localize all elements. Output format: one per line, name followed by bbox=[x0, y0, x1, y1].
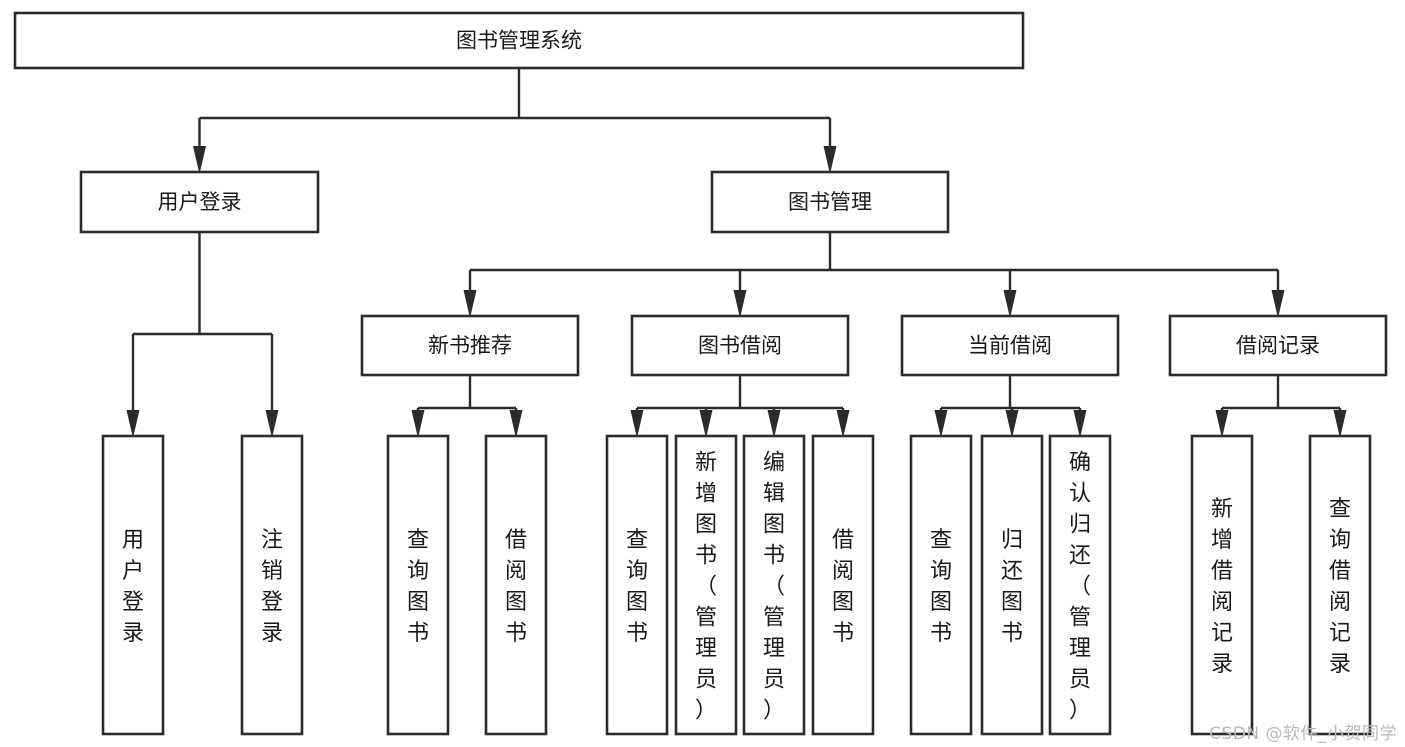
node-box bbox=[742, 434, 806, 736]
node-label: 借阅图书 bbox=[832, 528, 854, 646]
node-label: 借阅记录 bbox=[1236, 334, 1320, 358]
node-box bbox=[909, 434, 973, 736]
node-l1_0[interactable]: 用户登录 bbox=[79, 170, 320, 234]
node-box bbox=[1048, 434, 1112, 736]
node-box bbox=[674, 434, 738, 736]
node-l2_3[interactable]: 借阅记录 bbox=[1168, 314, 1388, 377]
node-label: 图书管理 bbox=[788, 190, 872, 214]
node-leaf_9[interactable]: 归还图书 bbox=[980, 434, 1044, 736]
node-label: 当前借阅 bbox=[968, 334, 1052, 358]
node-l1_1[interactable]: 图书管理 bbox=[710, 170, 950, 234]
node-leaf_11[interactable]: 新增借阅记录 bbox=[1190, 434, 1254, 736]
edge-arrowhead bbox=[767, 410, 781, 438]
edge-arrowhead bbox=[1215, 410, 1229, 438]
node-label: 新书推荐 bbox=[428, 334, 512, 358]
node-root[interactable]: 图书管理系统 bbox=[13, 11, 1025, 70]
edge-arrowhead bbox=[733, 290, 747, 318]
node-box bbox=[101, 434, 165, 736]
node-box bbox=[1308, 434, 1372, 736]
node-box bbox=[630, 314, 850, 377]
node-label: 图书管理系统 bbox=[456, 29, 582, 53]
node-leaf_12[interactable]: 查询借阅记录 bbox=[1308, 434, 1372, 736]
node-l2_1[interactable]: 图书借阅 bbox=[630, 314, 850, 377]
edge-arrowhead bbox=[1003, 290, 1017, 318]
node-box bbox=[710, 170, 950, 234]
edge-arrowhead bbox=[265, 410, 279, 438]
edge-arrowhead bbox=[836, 410, 850, 438]
node-box bbox=[79, 170, 320, 234]
edge-arrowhead bbox=[463, 290, 477, 318]
node-box bbox=[240, 434, 304, 736]
node-box bbox=[605, 434, 669, 736]
node-l2_2[interactable]: 当前借阅 bbox=[900, 314, 1120, 377]
node-label: 查询图书 bbox=[626, 528, 648, 646]
edge-arrowhead bbox=[1073, 410, 1087, 438]
node-box bbox=[13, 11, 1025, 70]
node-box bbox=[1168, 314, 1388, 377]
node-label: 注销登录 bbox=[261, 528, 283, 646]
edge-arrowhead bbox=[126, 410, 140, 438]
node-leaf_1[interactable]: 注销登录 bbox=[240, 434, 304, 736]
edges-layer bbox=[126, 68, 1347, 438]
node-label: 确认归还（管理员） bbox=[1069, 451, 1091, 724]
node-box bbox=[900, 314, 1120, 377]
node-box bbox=[484, 434, 548, 736]
edge-arrowhead bbox=[934, 410, 948, 438]
node-label: 查询图书 bbox=[930, 528, 952, 646]
edge-arrowhead bbox=[411, 410, 425, 438]
node-label: 用户登录 bbox=[122, 528, 144, 646]
edge-arrowhead bbox=[509, 410, 523, 438]
node-leaf_8[interactable]: 查询图书 bbox=[909, 434, 973, 736]
node-box bbox=[811, 434, 875, 736]
node-box bbox=[360, 314, 580, 377]
node-leaf_5[interactable]: 新增图书（管理员） bbox=[674, 434, 738, 736]
node-l2_0[interactable]: 新书推荐 bbox=[360, 314, 580, 377]
node-label: 编辑图书（管理员） bbox=[763, 451, 785, 724]
node-leaf_10[interactable]: 确认归还（管理员） bbox=[1048, 434, 1112, 736]
node-label: 查询图书 bbox=[407, 528, 429, 646]
node-leaf_0[interactable]: 用户登录 bbox=[101, 434, 165, 736]
node-label: 新增图书（管理员） bbox=[695, 451, 717, 724]
nodes-layer: 图书管理系统用户登录图书管理新书推荐图书借阅当前借阅借阅记录用户登录注销登录查询… bbox=[13, 11, 1388, 736]
node-leaf_6[interactable]: 编辑图书（管理员） bbox=[742, 434, 806, 736]
node-label: 用户登录 bbox=[158, 190, 242, 214]
node-box bbox=[1190, 434, 1254, 736]
node-leaf_3[interactable]: 借阅图书 bbox=[484, 434, 548, 736]
node-label: 借阅图书 bbox=[505, 528, 527, 646]
node-label: 归还图书 bbox=[1001, 528, 1023, 646]
node-label: 新增借阅记录 bbox=[1211, 497, 1233, 677]
edge-arrowhead bbox=[1333, 410, 1347, 438]
node-label: 查询借阅记录 bbox=[1329, 497, 1351, 677]
edge-arrowhead bbox=[193, 146, 206, 174]
node-box bbox=[980, 434, 1044, 736]
node-leaf_7[interactable]: 借阅图书 bbox=[811, 434, 875, 736]
edge-arrowhead bbox=[699, 410, 713, 438]
edge-arrowhead bbox=[630, 410, 644, 438]
node-box bbox=[386, 434, 450, 736]
edge-arrowhead bbox=[1271, 290, 1285, 318]
edge-arrowhead bbox=[823, 146, 837, 174]
node-label: 图书借阅 bbox=[698, 334, 782, 358]
edge-arrowhead bbox=[1005, 410, 1019, 438]
node-leaf_2[interactable]: 查询图书 bbox=[386, 434, 450, 736]
node-leaf_4[interactable]: 查询图书 bbox=[605, 434, 669, 736]
